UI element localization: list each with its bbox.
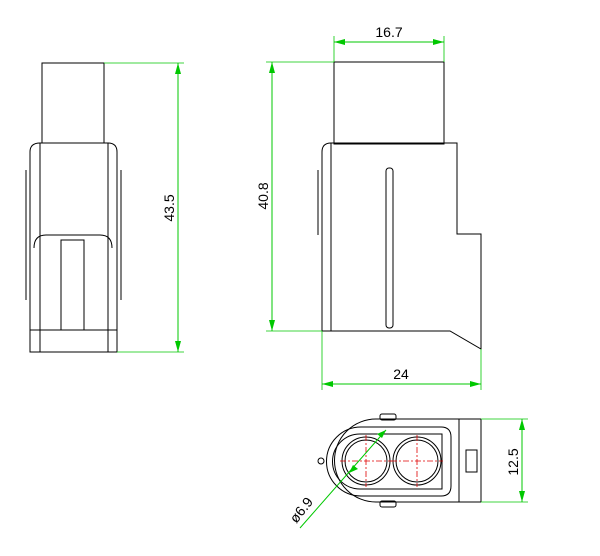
dim-label-hole-diameter: ø6.9	[286, 494, 316, 526]
side-view-body	[29, 142, 118, 353]
dimension-front-width-bottom: 24	[321, 331, 482, 390]
side-view-slot	[60, 239, 85, 331]
bottom-view-outline	[334, 418, 460, 503]
dim-label-43-5: 43.5	[161, 194, 177, 221]
front-view-slot	[385, 167, 394, 329]
dimension-front-height: 40.8	[255, 61, 334, 332]
bottom-view-inner-rim	[326, 426, 452, 497]
side-view-latch	[33, 234, 113, 249]
dim-label-40-8: 40.8	[255, 182, 271, 209]
side-view	[25, 62, 122, 353]
side-view-top-block	[41, 62, 105, 144]
dimension-front-width-top: 16.7	[333, 24, 445, 62]
bottom-view-inner-rim-2	[332, 433, 443, 490]
bottom-view-latch	[465, 449, 478, 473]
front-view-body	[321, 142, 482, 350]
front-view-top-block	[333, 61, 445, 145]
dimension-bottom-height: 12.5	[481, 418, 528, 503]
dim-label-24: 24	[393, 366, 409, 382]
bottom-view	[317, 413, 482, 508]
dimension-side-height: 43.5	[104, 62, 184, 353]
dim-label-12-5: 12.5	[505, 448, 521, 475]
dimension-hole-diameter: ø6.9	[286, 429, 387, 529]
front-view	[317, 61, 482, 350]
dim-label-16-7: 16.7	[375, 24, 402, 40]
